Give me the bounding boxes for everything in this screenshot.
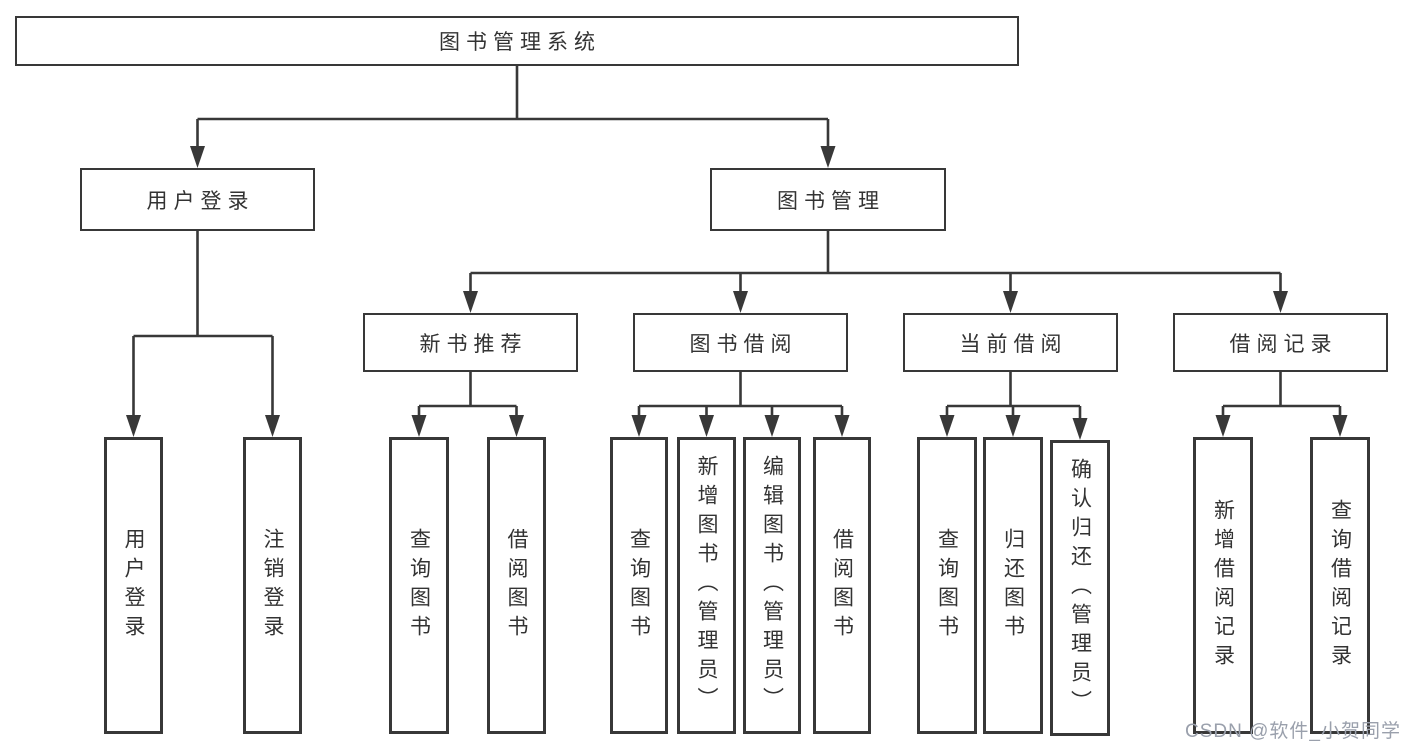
arrowhead [1273,291,1288,313]
node-leaf-add-record: 新增借阅记录 [1193,437,1253,734]
connector-new-book-rec [411,372,524,437]
arrowhead [834,415,850,437]
node-leaf-user-login: 用户登录 [104,437,163,734]
arrowhead [1215,415,1231,437]
arrowhead [1003,291,1018,313]
node-leaf-query-book-3: 查询图书 [917,437,977,734]
arrowhead [764,415,780,437]
arrowhead [733,291,748,313]
connector-root [190,66,836,168]
node-borrow-record: 借阅记录 [1173,313,1388,372]
node-label: 图书借阅 [689,332,798,356]
node-user-login: 用户登录 [80,168,315,231]
node-label: 归还图书 [1001,527,1025,644]
node-book-borrow: 图书借阅 [633,313,848,372]
arrowhead [126,415,141,437]
node-leaf-confirm-return: 确认归还（管理员） [1050,440,1110,736]
node-label: 注销登录 [261,527,284,644]
arrowhead [463,291,478,313]
arrowhead [190,146,205,168]
node-leaf-query-book-1: 查询图书 [389,437,449,734]
node-leaf-edit-book: 编辑图书（管理员） [743,437,801,734]
node-label: 新增图书（管理员） [695,455,718,716]
node-leaf-add-book: 新增图书（管理员） [677,437,736,734]
arrowhead [939,415,955,437]
node-label: 新书推荐 [419,332,528,356]
arrowhead [411,415,427,437]
connector-book-borrow [631,372,850,437]
node-label: 查询图书 [935,527,959,644]
node-label: 借阅图书 [830,527,854,644]
node-leaf-logout: 注销登录 [243,437,302,734]
node-leaf-borrow-book-2: 借阅图书 [813,437,871,734]
connector-borrow-record [1215,372,1348,437]
arrowhead [631,415,647,437]
node-label: 用户登录 [146,189,255,213]
node-label: 借阅记录 [1229,332,1338,356]
arrowhead [509,415,524,437]
arrowhead [1072,418,1088,440]
arrowhead [265,415,280,437]
arrowhead [1332,415,1348,437]
node-label: 查询借阅记录 [1328,498,1352,673]
node-root: 图书管理系统 [15,16,1019,66]
node-label: 用户登录 [122,527,145,644]
arrowhead [1005,415,1021,437]
node-new-book-rec: 新书推荐 [363,313,578,372]
node-label: 借阅图书 [505,527,528,644]
watermark: CSDN @软件_小贺同学 [1185,721,1401,742]
node-book-mgmt: 图书管理 [710,168,946,231]
arrowhead [699,415,714,437]
node-label: 图书管理 [777,189,885,213]
arrowhead [820,146,836,168]
node-leaf-query-record: 查询借阅记录 [1310,437,1370,734]
connector-user-login [126,231,280,437]
node-label: 图书管理系统 [439,31,601,54]
node-current-borrow: 当前借阅 [903,313,1118,372]
node-label: 确认归还（管理员） [1068,457,1092,719]
node-label: 编辑图书（管理员） [760,455,784,716]
node-leaf-return-book: 归还图书 [983,437,1043,734]
node-label: 查询图书 [407,527,431,644]
connector-book-mgmt [463,231,1288,313]
node-label: 当前借阅 [959,332,1068,356]
connector-current-borrow [939,372,1088,440]
node-label: 查询图书 [627,527,651,644]
node-leaf-query-book-2: 查询图书 [610,437,668,734]
node-leaf-borrow-book-1: 借阅图书 [487,437,546,734]
node-label: 新增借阅记录 [1211,498,1235,673]
